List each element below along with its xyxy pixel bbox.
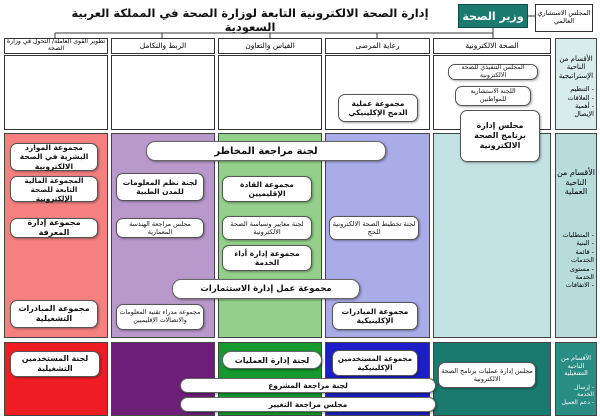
- standards-committee-box: لجنة معايير وسياسة الصحة الالكترونية: [222, 216, 312, 240]
- hajj-planning-box: لجنة تخطيط الصحة الالكترونية للحج: [329, 216, 419, 240]
- operational-item: - قائمة الخدمات: [571, 247, 594, 265]
- ehealth-band: [433, 133, 551, 338]
- clinical-users-group: مجموعة المستخدمين الإكلينيكية: [332, 350, 418, 376]
- header-patient-care: رعاية المرضى: [325, 38, 430, 54]
- strategic-item: - التنظيم: [570, 85, 594, 94]
- global-advisory-council: المجلس الاستشاري العالمي: [535, 4, 593, 32]
- investment-group-box: مجموعة عمل إدارة الاستثمارات: [172, 279, 360, 299]
- operational-item: - المتطلبات: [562, 230, 594, 239]
- operational-title: الأقسام من الناحية العملية: [556, 168, 596, 197]
- program-operations-council: مجلس إدارة عمليات برنامج الصحة الالكترون…: [438, 362, 536, 388]
- change-review-council: مجلس مراجعة التغيير: [180, 397, 436, 412]
- execution-item: - دعم العميل: [561, 399, 594, 407]
- operational-item: - البنية: [576, 239, 594, 248]
- page-title: إدارة الصحة الالكترونية التابعة لوزارة ا…: [71, 6, 429, 34]
- operational-item: - الاتفاقات: [565, 281, 594, 290]
- clinical-initiatives-box: مجموعة المبادرات الإكلينيكية: [332, 302, 418, 330]
- header-integration: الربط والتكامل: [111, 38, 215, 54]
- service-performance-box: مجموعة إدارة أداء الخدمة: [222, 245, 312, 271]
- operational-users-committee: لجنة المستخدمين التشغيلية: [10, 351, 100, 377]
- regional-it-managers-box: مجموعة مدراء تقنية المعلومات والاتصالات …: [116, 304, 204, 330]
- regional-leaders-box: مجموعة القادة الإقليميين: [222, 176, 312, 202]
- finance-group-box: المجموعة المالية التابعة للصحة الإلكترون…: [10, 176, 98, 203]
- program-council-box: مجلس إدارة برنامج الصحة الالكترونية: [460, 110, 540, 162]
- top-connectors: [54, 15, 535, 38]
- execution-item: - إرسال الخدمة: [574, 383, 594, 399]
- strategic-panel: الأقسام من الناحية الإستراتيجية - التنظي…: [555, 38, 597, 130]
- info-systems-box: لجنة نظم المعلومات للمدن الطبية: [116, 173, 204, 201]
- col-integration-upper: [111, 55, 215, 130]
- citizen-advisory-box: اللجنة الاستشارية للمواطنين: [455, 86, 531, 106]
- operations-management-committee: لجنة إدارة العمليات: [222, 351, 322, 369]
- exec-council-box: المجلس التنفيذي للصحة الالكترونية: [448, 64, 538, 80]
- execution-title: الأقسام من الناحية التشغيلية: [561, 355, 591, 378]
- col-measure-upper: [218, 55, 322, 130]
- strategic-title: الأقسام من الناحية الإستراتيجية: [558, 55, 594, 80]
- minister-box: وزير الصحة: [458, 4, 528, 28]
- header-ehealth: الصحة الالكترونية: [433, 38, 551, 54]
- knowledge-group-box: مجموعة إدارة المعرفة: [10, 218, 98, 238]
- strategic-item: - أهمية الإيصال: [574, 102, 594, 119]
- col-workforce-upper: [4, 55, 108, 130]
- ops-initiatives-box: مجموعة المبادرات التشغيلية: [10, 300, 98, 328]
- clinical-integration-group: مجموعة عملية الدمج الإكلينيكي: [338, 94, 418, 122]
- strategic-item: - العلاقات: [567, 93, 594, 102]
- project-review-committee: لجنة مراجعة المشروع: [180, 378, 436, 393]
- risk-committee-box: لجنة مراجعة المخاطر: [146, 141, 386, 161]
- header-measurement: القياس والتعاون: [218, 38, 322, 54]
- hr-group-box: مجموعة الموارد البشرية في الصحة الالكترو…: [10, 143, 98, 171]
- operational-panel: الأقسام من الناحية العملية - المتطلبات -…: [555, 133, 597, 338]
- header-workforce: تطوير القوى العاملة/ التحول في وزارة الص…: [4, 38, 108, 54]
- architecture-review-box: مجلس مراجعة الهندسة المعمارية: [116, 218, 204, 238]
- operational-item: - مستوى الخدمة: [569, 264, 594, 281]
- execution-panel: الأقسام من الناحية التشغيلية - إرسال الخ…: [555, 342, 597, 416]
